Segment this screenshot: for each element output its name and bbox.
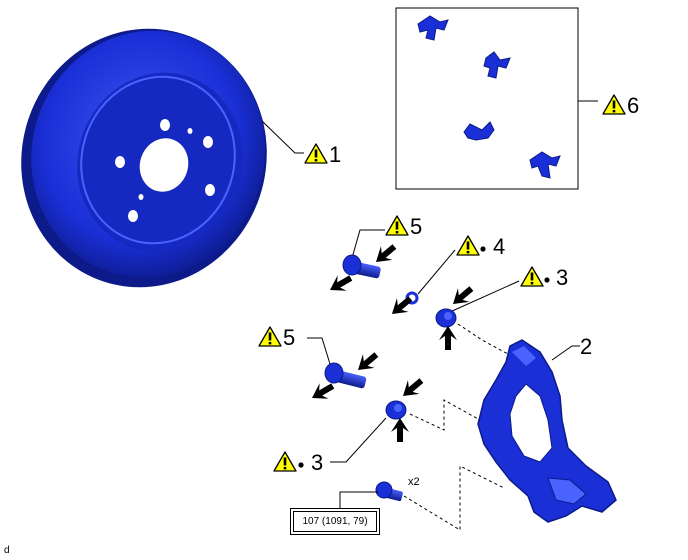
caution-triangle-icon xyxy=(385,215,409,236)
grease-arrow-icon xyxy=(352,347,383,377)
part-number-1: 1 xyxy=(329,142,341,167)
caution-triangle-icon xyxy=(456,235,480,256)
brake-disc xyxy=(21,28,267,288)
bracket-bolt xyxy=(375,481,403,502)
non-reusable-dot-icon xyxy=(544,277,550,283)
bolt-quantity: x2 xyxy=(408,476,420,488)
leader-line-5-upper xyxy=(351,229,385,259)
grease-arrow-icon xyxy=(386,291,417,321)
torque-spec-box: 107 (1091, 79) xyxy=(290,508,380,535)
leader-line-2 xyxy=(551,345,580,361)
caution-triangle-icon xyxy=(273,451,297,472)
caution-triangle-icon xyxy=(258,326,282,347)
grease-arrow-icon xyxy=(370,239,401,269)
leader-line-3-lower xyxy=(330,417,387,463)
leader-line-bolt xyxy=(339,491,378,508)
grease-arrow-icon xyxy=(391,418,409,442)
part-number-3-lower: 3 xyxy=(311,450,323,475)
slide-pin-lower xyxy=(324,362,367,389)
caliper-bracket xyxy=(477,339,617,523)
bushing-upper xyxy=(435,308,457,328)
part-number-5-lower: 5 xyxy=(283,325,295,350)
caution-triangle-icon xyxy=(520,266,544,287)
grease-arrow-icon xyxy=(397,373,428,403)
non-reusable-dot-icon xyxy=(480,246,486,252)
part-number-3-upper: 3 xyxy=(556,265,568,290)
pad-clips xyxy=(417,15,561,179)
caution-triangle-icon xyxy=(304,143,328,164)
leader-line-1 xyxy=(261,120,304,154)
bushing-lower xyxy=(385,400,407,420)
part-number-4: 4 xyxy=(493,234,505,259)
torque-spec: 107 (1091, 79) xyxy=(293,511,377,532)
part-number-5-upper: 5 xyxy=(410,214,422,239)
leader-line-5-lower xyxy=(307,337,331,365)
leader-line-3-upper xyxy=(449,280,520,313)
corner-mark: d xyxy=(4,545,10,556)
caution-triangle-icon xyxy=(602,94,626,115)
assembly-lines xyxy=(403,323,509,531)
grease-arrow-icon xyxy=(439,326,457,350)
leader-line-4 xyxy=(417,249,456,295)
non-reusable-dot-icon xyxy=(298,462,304,468)
slide-pin-upper xyxy=(342,254,381,279)
part-number-6: 6 xyxy=(627,93,639,118)
part-number-2: 2 xyxy=(580,334,592,359)
